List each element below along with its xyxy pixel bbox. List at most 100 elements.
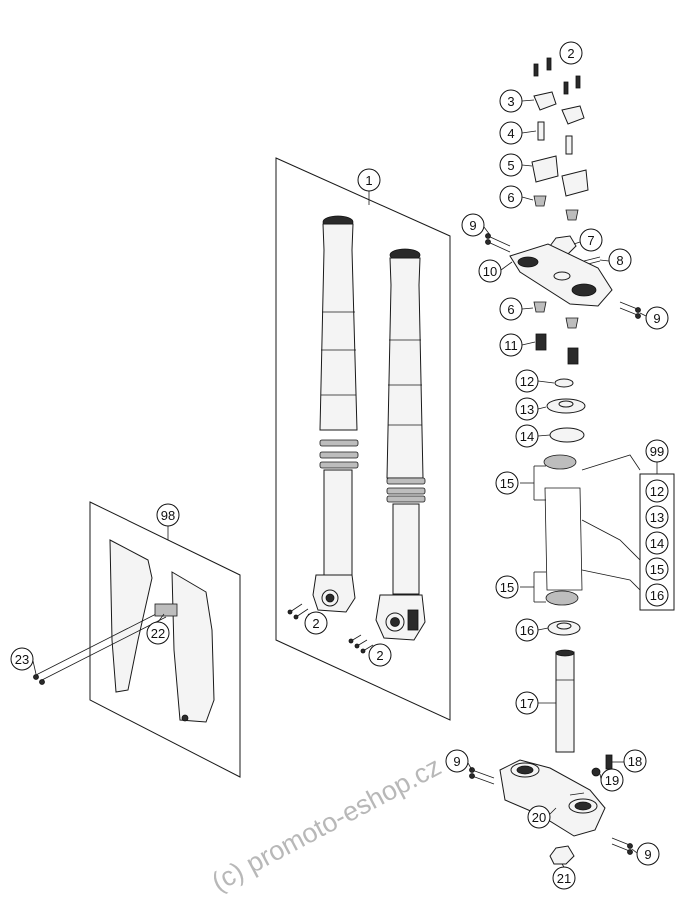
callout-7: 7 xyxy=(579,228,603,252)
svg-text:5: 5 xyxy=(507,158,514,173)
callout-2: 2 xyxy=(304,611,328,635)
seal-14 xyxy=(549,427,585,443)
callout-11: 11 xyxy=(499,333,523,357)
callout-1: 1 xyxy=(357,168,381,192)
kit-99-item: 12 xyxy=(645,479,669,503)
svg-text:19: 19 xyxy=(605,773,619,788)
callout-8: 8 xyxy=(608,248,632,272)
svg-text:15: 15 xyxy=(500,580,514,595)
svg-text:22: 22 xyxy=(151,626,165,641)
callout-2: 2 xyxy=(559,41,583,65)
fork-protector-frame xyxy=(89,501,241,778)
callout-15: 15 xyxy=(495,575,519,599)
fork-assembly-group xyxy=(275,157,451,721)
callout-22: 22 xyxy=(146,621,170,645)
svg-text:18: 18 xyxy=(628,754,642,769)
callout-15-leaders xyxy=(520,465,546,603)
svg-text:12: 12 xyxy=(650,484,664,499)
svg-text:16: 16 xyxy=(520,623,534,638)
kit-99-item: 14 xyxy=(645,531,669,555)
svg-text:7: 7 xyxy=(587,233,594,248)
callout-17: 17 xyxy=(515,691,539,715)
callout-2: 2 xyxy=(368,643,392,667)
callout-21: 21 xyxy=(552,866,576,890)
kit-99-group xyxy=(639,462,675,611)
steering-stem xyxy=(555,651,575,753)
svg-text:20: 20 xyxy=(532,810,546,825)
left-fork-guard xyxy=(109,539,153,693)
svg-text:4: 4 xyxy=(507,126,514,141)
callout-19: 19 xyxy=(600,768,624,792)
callout-9: 9 xyxy=(445,749,469,773)
steering-bearing-stack xyxy=(543,378,641,636)
callout-12: 12 xyxy=(515,369,539,393)
callout-9: 9 xyxy=(645,306,669,330)
upper-triple-clamp-group xyxy=(485,57,641,365)
lower-triple-clamp xyxy=(499,759,606,837)
svg-text:2: 2 xyxy=(567,46,574,61)
right-fork-leg xyxy=(375,248,426,641)
lower-bearing-15 xyxy=(545,590,579,606)
svg-text:13: 13 xyxy=(650,510,664,525)
svg-text:16: 16 xyxy=(650,588,664,603)
svg-text:1: 1 xyxy=(365,173,372,188)
kit-99-item: 16 xyxy=(645,583,669,607)
fork-protector-group xyxy=(33,501,241,778)
svg-text:9: 9 xyxy=(453,754,460,769)
callout-15: 15 xyxy=(495,471,519,495)
callout-23: 23 xyxy=(10,647,34,671)
svg-text:11: 11 xyxy=(504,338,518,353)
callout-5: 5 xyxy=(499,153,523,177)
svg-text:9: 9 xyxy=(653,311,660,326)
svg-text:13: 13 xyxy=(520,402,534,417)
svg-text:23: 23 xyxy=(15,652,29,667)
svg-text:14: 14 xyxy=(650,536,664,551)
fork-axle-clamp-bolts-upper xyxy=(287,603,317,621)
callout-6: 6 xyxy=(499,185,523,209)
svg-text:2: 2 xyxy=(312,616,319,631)
callout-6: 6 xyxy=(499,297,523,321)
callout-98: 98 xyxy=(156,503,180,527)
svg-text:15: 15 xyxy=(500,476,514,491)
kit-99-item: 15 xyxy=(645,557,669,581)
callout-9: 9 xyxy=(636,842,660,866)
svg-text:12: 12 xyxy=(520,374,534,389)
svg-text:6: 6 xyxy=(507,190,514,205)
svg-text:9: 9 xyxy=(644,847,651,862)
svg-text:99: 99 xyxy=(650,444,664,459)
callout-16: 16 xyxy=(515,618,539,642)
svg-text:9: 9 xyxy=(469,218,476,233)
callout-4: 4 xyxy=(499,121,523,145)
leader-lines xyxy=(32,99,647,868)
callout-14: 14 xyxy=(515,424,539,448)
svg-text:21: 21 xyxy=(557,871,571,886)
svg-text:15: 15 xyxy=(650,562,664,577)
fork-assembly-frame xyxy=(275,157,451,721)
upper-bearing-15 xyxy=(543,454,577,470)
kit-99-box xyxy=(639,473,675,611)
svg-text:2: 2 xyxy=(376,648,383,663)
callout-99: 99 xyxy=(645,439,669,463)
callouts: 1 2 2 2 3 4 5 6 6 7 8 9 9 9 9 10 11 12 1… xyxy=(10,41,669,890)
svg-text:3: 3 xyxy=(507,94,514,109)
svg-text:98: 98 xyxy=(161,508,175,523)
callout-20: 20 xyxy=(527,805,551,829)
svg-text:8: 8 xyxy=(616,253,623,268)
svg-text:14: 14 xyxy=(520,429,534,444)
seal-ring-12 xyxy=(554,378,574,388)
stem-nut xyxy=(549,845,575,865)
callout-10: 10 xyxy=(478,259,502,283)
callout-9: 9 xyxy=(461,213,485,237)
svg-text:10: 10 xyxy=(483,264,497,279)
svg-text:6: 6 xyxy=(507,302,514,317)
kit-99-item: 13 xyxy=(645,505,669,529)
callout-13: 13 xyxy=(515,397,539,421)
callout-3: 3 xyxy=(499,89,523,113)
right-fork-guard xyxy=(171,571,215,723)
svg-text:17: 17 xyxy=(520,696,534,711)
lower-triple-clamp-group xyxy=(469,649,633,865)
left-fork-leg xyxy=(312,215,359,613)
watermark: (c) promoto-eshop.cz xyxy=(207,751,446,897)
callout-18: 18 xyxy=(623,749,647,773)
